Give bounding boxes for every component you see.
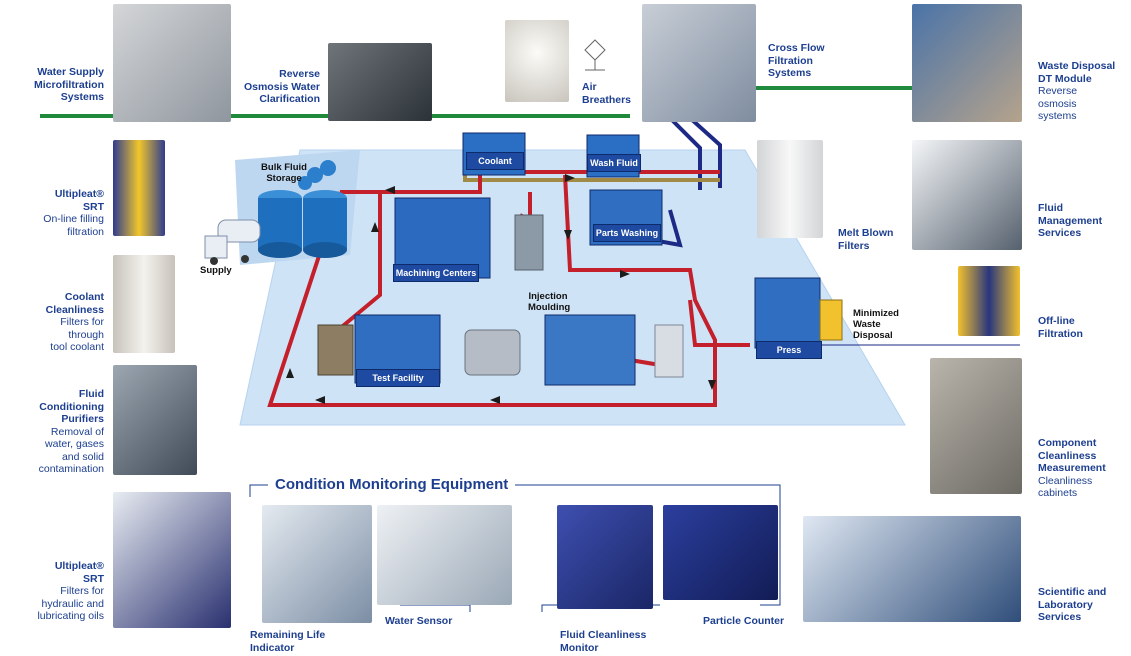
cleanliness-cabinet-photo [930, 358, 1022, 494]
waste-disposal-photo [912, 4, 1022, 122]
storage-tanks [258, 160, 347, 258]
remaining-life-indicator-photo [262, 505, 372, 623]
fluid-cleanliness-monitor-photo [557, 505, 653, 609]
microfiltration-systems-photo [113, 4, 231, 122]
water-sensor-label: Water Sensor [385, 615, 453, 627]
coolant-filter-housing [514, 214, 544, 271]
coolant-label: Coolant [466, 152, 524, 170]
melt-blown-filters-photo [757, 140, 823, 238]
particle-counter-label: Particle Counter [703, 615, 785, 627]
wash-fluid-label: Wash Fluid [587, 154, 641, 172]
flow-arrows [286, 174, 716, 404]
waste-filters [819, 299, 843, 341]
hydraulic-filter-housing [654, 324, 684, 378]
air-breather-photo [505, 20, 569, 102]
test-filter-housing [317, 324, 354, 376]
mobile-purifier [464, 329, 521, 376]
scientific-laboratory-photo [803, 516, 1021, 622]
ultipleat-srt-hydraulic-photo [113, 492, 231, 628]
press-label: Press [756, 341, 822, 359]
fluid-management-photo [912, 140, 1022, 250]
supply-label: Supply [200, 265, 232, 276]
machining-centers-label: Machining Centers [393, 264, 479, 282]
cross-flow-photo [642, 4, 756, 122]
supply-truck [204, 219, 261, 265]
particle-counter-photo [663, 505, 778, 600]
test-facility-label: Test Facility [356, 369, 440, 387]
coolant-cleanliness-photo [113, 255, 175, 353]
olive-line [463, 175, 720, 182]
injection-moulding-machine [544, 314, 636, 386]
press-machine [754, 277, 821, 349]
offline-filtration-photo [958, 266, 1020, 336]
condition-monitoring-title: Condition Monitoring Equipment [275, 476, 509, 493]
fluid-conditioning-photo [113, 365, 197, 475]
reverse-osmosis-photo [328, 43, 432, 121]
ultipleat-srt-filling-photo [113, 140, 165, 236]
air-breather-symbol [584, 39, 606, 71]
water-sensor-photo [377, 505, 512, 605]
parts-washing-label: Parts Washing [593, 224, 661, 242]
